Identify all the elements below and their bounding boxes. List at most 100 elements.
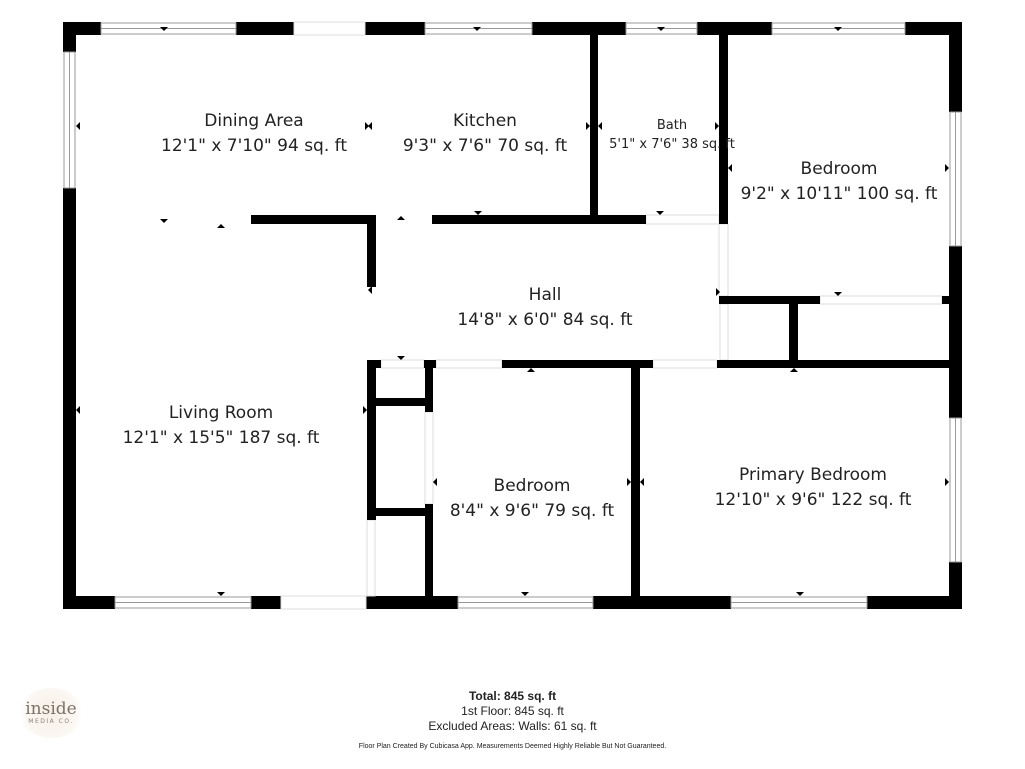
tick (598, 122, 602, 130)
room-name: Bedroom (493, 476, 571, 496)
room-dims: 5'1" x 7'6" 38 sq. ft (609, 137, 735, 152)
tick (715, 122, 719, 130)
room-name: Hall (528, 285, 562, 305)
tick (76, 406, 80, 414)
dimension-ticks (76, 27, 949, 596)
tick (76, 122, 80, 130)
tick (716, 288, 720, 296)
wall-bedroom-divider (631, 368, 640, 596)
door-hall-south (435, 359, 503, 369)
floor-plan (63, 21, 962, 610)
wall-closet-ne-stub (942, 296, 949, 304)
tick (945, 164, 949, 172)
wall-top-6 (905, 22, 962, 35)
room-dims: 12'1" x 15'5" 187 sq. ft (122, 428, 320, 448)
logo-subline: MEDIA CO. (28, 718, 74, 725)
wall-closet-shelf-1 (367, 398, 433, 406)
room-primary-bedroom: Primary Bedroom 12'10" x 9'6" 122 sq. ft (715, 463, 912, 513)
room-kitchen: Kitchen 9'3" x 7'6" 70 sq. ft (403, 109, 567, 159)
wall-right-1 (949, 22, 962, 112)
wall-bottom-3 (366, 596, 458, 609)
tick (397, 216, 405, 220)
wall-closet-shelf-2 (367, 508, 433, 516)
tick (365, 122, 369, 130)
door-linen (380, 359, 425, 369)
wall-top-4 (532, 22, 626, 35)
room-dims: 9'3" x 7'6" 70 sq. ft (402, 136, 568, 156)
room-bedroom-ne: Bedroom 9'2" x 10'11" 100 sq. ft (741, 157, 938, 207)
room-dims: 12'10" x 9'6" 122 sq. ft (714, 490, 912, 510)
wall-bath-east (719, 35, 728, 224)
door-bath (645, 214, 720, 225)
wall-left-1 (63, 22, 76, 52)
tick (657, 27, 665, 31)
opening-bottom-entry (280, 595, 367, 610)
room-bedroom-s: Bedroom 8'4" x 9'6" 79 sq. ft (450, 474, 614, 524)
excluded-area: Excluded Areas: Walls: 61 sq. ft (428, 719, 597, 733)
wall-bottom-5 (867, 596, 962, 609)
tick (160, 27, 168, 31)
wall-bath-west (590, 35, 598, 224)
door-closet-east (719, 303, 729, 361)
wall-bottom-2 (251, 596, 281, 609)
tick (834, 292, 842, 296)
opening-top-entry (293, 21, 366, 36)
tick (397, 356, 405, 360)
door-hall-east (718, 223, 729, 297)
floor-area: 1st Floor: 845 sq. ft (461, 704, 564, 718)
tick (217, 592, 225, 596)
interior-walls (251, 35, 949, 596)
tick (368, 286, 372, 294)
wall-right-2 (949, 246, 962, 418)
tick (796, 592, 804, 596)
door-primary (652, 359, 718, 369)
wall-top-5 (697, 22, 772, 35)
tick (433, 478, 437, 486)
room-name: Kitchen (453, 111, 517, 131)
tick (640, 478, 644, 486)
exterior-walls (63, 22, 962, 609)
tick (527, 368, 535, 372)
wall-left-2 (63, 188, 76, 609)
room-dims: 8'4" x 9'6" 79 sq. ft (449, 501, 615, 521)
tick (473, 27, 481, 31)
room-name: Primary Bedroom (739, 465, 887, 485)
tick (363, 406, 367, 414)
wall-hall-south-3 (502, 360, 653, 368)
door-closet-ne (819, 295, 943, 305)
inside-media-logo: inside MEDIA CO. (18, 688, 84, 738)
wall-closet-west-1 (425, 360, 433, 412)
wall-closet-ne-divider (789, 296, 798, 360)
wall-hall-south-4 (717, 360, 949, 368)
wall-bottom-4 (593, 596, 731, 609)
room-dims: 12'1" x 7'10" 94 sq. ft (161, 136, 347, 156)
door-closet-west (424, 411, 434, 505)
disclaimer: Floor Plan Created By Cubicasa App. Meas… (358, 743, 667, 750)
wall-top-3 (365, 22, 425, 35)
room-name: Living Room (168, 403, 274, 423)
door-closet-sw (366, 519, 376, 597)
logo-wordmark: inside (25, 699, 77, 719)
room-dims: 14'8" x 6'0" 84 sq. ft (457, 310, 633, 330)
tick (160, 219, 168, 223)
room-dims: 9'2" x 10'11" 100 sq. ft (740, 184, 938, 204)
wall-hall-west-stub (367, 215, 376, 287)
tick (586, 122, 590, 130)
tick (834, 27, 842, 31)
room-bath: Bath 5'1" x 7'6" 38 sq. ft (609, 116, 735, 154)
wall-kitchen-hall (432, 215, 646, 224)
wall-dining-hall (251, 215, 376, 224)
tick (474, 211, 482, 215)
wall-bottom-1 (63, 596, 115, 609)
room-living: Living Room 12'1" x 15'5" 187 sq. ft (123, 401, 320, 451)
tick (521, 592, 529, 596)
tick (656, 211, 664, 215)
room-name: Bedroom (800, 159, 878, 179)
room-name: Dining Area (204, 111, 304, 131)
room-dining: Dining Area 12'1" x 7'10" 94 sq. ft (161, 109, 347, 159)
wall-living-east (367, 360, 376, 520)
tick (217, 224, 225, 228)
room-name: Bath (656, 118, 688, 133)
wall-closet-west-2 (425, 504, 433, 596)
wall-top-2 (236, 22, 294, 35)
